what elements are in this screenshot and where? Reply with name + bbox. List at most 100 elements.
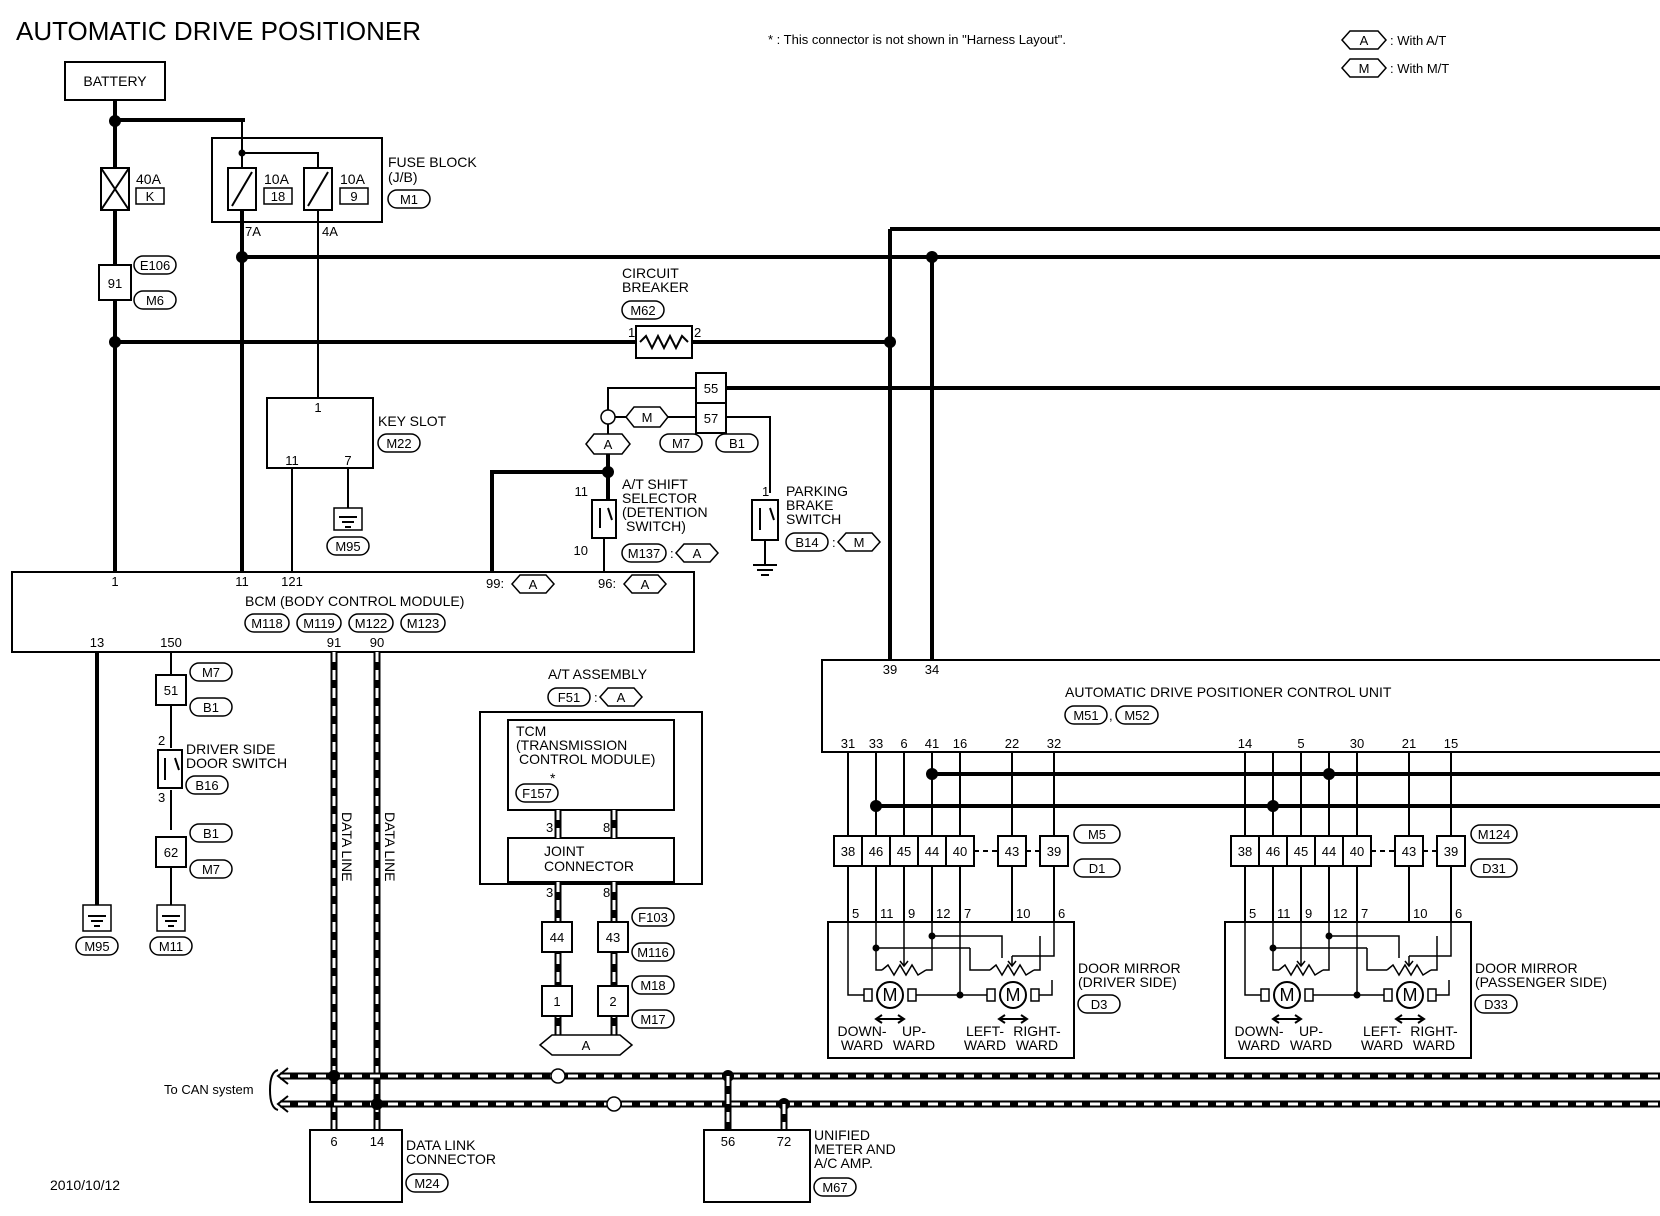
svg-text:*: *	[550, 770, 556, 786]
open-junction	[600, 409, 616, 425]
svg-text:62: 62	[164, 845, 178, 860]
battery-box	[64, 61, 166, 101]
direction-arrow-icon	[997, 1014, 1029, 1024]
conn-e106-pin: 91	[108, 276, 122, 291]
junction-dot	[884, 336, 896, 348]
mirror-pin: 12	[1333, 906, 1347, 921]
mirror-conn-label: D33	[1484, 997, 1508, 1012]
meter-box	[703, 1129, 811, 1203]
adp-pin-label: 41	[925, 736, 939, 751]
adp-pin-label: 14	[1238, 736, 1252, 751]
conn-e106-label: E106	[140, 258, 170, 273]
svg-text:1: 1	[553, 994, 560, 1009]
adp-pin-label: 5	[1297, 736, 1304, 751]
wiper-arrow-icon	[1007, 956, 1017, 968]
motor-label: M	[1006, 985, 1021, 1005]
svg-text:F51: F51	[558, 690, 580, 705]
bcm-box	[11, 571, 695, 653]
svg-text:M7: M7	[202, 665, 220, 680]
key-slot-pill	[377, 433, 421, 453]
svg-text:M24: M24	[414, 1176, 439, 1191]
key-ground-conn: M95	[335, 539, 360, 554]
mirror-pin: 10	[1016, 906, 1030, 921]
svg-text:,: ,	[1109, 708, 1113, 723]
mirror-pin: 6	[1455, 906, 1462, 921]
svg-text:M11: M11	[159, 939, 183, 954]
svg-text:M119: M119	[303, 616, 335, 631]
svg-text:3: 3	[546, 885, 553, 900]
direction-arrow-icon	[1271, 1014, 1303, 1024]
mirror-conn-label: M124	[1478, 827, 1511, 842]
mirror-pill	[1077, 994, 1121, 1014]
door-switch-box	[157, 749, 183, 789]
fuse-10a-b-rating: 10A	[340, 171, 366, 187]
svg-text:A: A	[641, 577, 650, 592]
motor-icon	[876, 981, 904, 1009]
svg-text:14: 14	[370, 1134, 384, 1149]
opt-m-code: M	[642, 410, 653, 425]
junction-dot	[1323, 768, 1335, 780]
bcm-pin-150: 150	[160, 635, 182, 650]
svg-text:M18: M18	[640, 978, 665, 993]
mirror-pill	[1073, 824, 1121, 844]
shift-opt: A	[693, 546, 702, 561]
dlc-box	[309, 1129, 403, 1203]
ground-pill-m95	[75, 936, 119, 956]
mirror-conn-box	[1258, 835, 1288, 867]
junction-dot	[236, 251, 248, 263]
junction-dot	[926, 768, 938, 780]
svg-text:M67: M67	[822, 1180, 847, 1195]
wire-57-parking	[726, 416, 771, 493]
bcm-pin-13: 13	[90, 635, 104, 650]
shift-label-2: SELECTOR	[622, 490, 697, 506]
svg-text:2: 2	[158, 733, 165, 748]
parking-label-3: SWITCH	[786, 511, 841, 527]
parking-conn: B14	[795, 535, 818, 550]
direction-label: DOWN-	[1235, 1023, 1284, 1039]
svg-text:M118: M118	[251, 616, 283, 631]
motor-icon	[999, 981, 1027, 1009]
direction-label: RIGHT-	[1013, 1023, 1061, 1039]
mirror-internal	[1012, 922, 1055, 957]
mirror-pin: 7	[1361, 906, 1368, 921]
adp-pin-label: 30	[1350, 736, 1364, 751]
svg-text::: :	[670, 546, 674, 561]
fuse-10a-a-idbox	[263, 187, 293, 205]
junction-dot	[109, 336, 121, 348]
cb-pin2: 2	[694, 325, 701, 340]
key-ground-box	[333, 507, 363, 531]
cb-box	[635, 325, 693, 359]
bcm-pin-91: 91	[327, 635, 341, 650]
mirror-conn-box	[861, 835, 891, 867]
svg-text:M123: M123	[407, 616, 440, 631]
junction-dot	[602, 466, 614, 478]
at-assembly-label: A/T ASSEMBLY	[548, 666, 648, 682]
svg-text::: :	[832, 535, 836, 550]
svg-text:JOINT: JOINT	[544, 843, 585, 859]
ground-icon	[753, 540, 777, 576]
mirror-conn-label: D3	[1091, 997, 1108, 1012]
svg-text:44: 44	[550, 930, 564, 945]
junction-dot	[109, 115, 121, 127]
svg-text:A: A	[529, 577, 538, 592]
adp-pin-label: 15	[1444, 736, 1458, 751]
motor-label: M	[1403, 985, 1418, 1005]
adp-pin-label: 22	[1005, 736, 1019, 751]
svg-text:CONNECTOR: CONNECTOR	[544, 858, 634, 874]
adp-pin-label: 21	[1402, 736, 1416, 751]
fuse-10a-a-slash	[231, 171, 253, 207]
direction-arrow-icon	[1394, 1014, 1426, 1024]
conn-m7-pill	[659, 433, 703, 453]
svg-text:B1: B1	[203, 700, 219, 715]
direction-label: UP-	[902, 1023, 926, 1039]
mirror-pin: 12	[936, 906, 950, 921]
legend-a-code: A	[1360, 33, 1369, 48]
svg-text:B16: B16	[195, 778, 218, 793]
data-line-label-2: DATA LINE	[382, 812, 398, 882]
parking-label-2: BRAKE	[786, 497, 833, 513]
svg-text:6: 6	[330, 1134, 337, 1149]
svg-text:A/C AMP.: A/C AMP.	[814, 1155, 873, 1171]
direction-label: WARD	[1016, 1037, 1058, 1053]
svg-text:8: 8	[603, 820, 610, 835]
shift-conn: M137	[628, 546, 661, 561]
